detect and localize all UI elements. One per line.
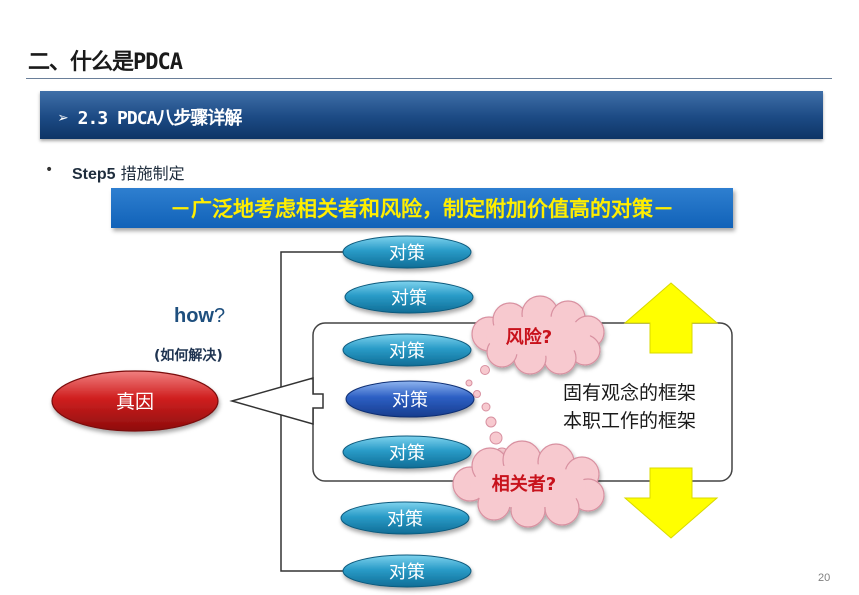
measure-label: 对策 [389,443,425,464]
arrow-up-icon [623,282,719,354]
hollow-arrow-icon [229,377,324,425]
title-divider [26,78,832,79]
frame-label-fixed-ideas: 固有观念的框架 [563,382,697,404]
measure-node: 对策 [342,235,472,269]
measure-label: 对策 [389,341,425,362]
step-heading: Step5 措施制定 [72,160,185,184]
measure-node: 对策 [344,280,474,314]
section-header-bar [40,91,823,139]
how-word: how [174,305,214,327]
measure-label: 对策 [387,509,423,530]
root-cause-node [51,370,219,432]
how-question: how? [174,305,225,328]
principle-banner [111,188,733,228]
step-name: Step5 [72,166,116,183]
measure-label: 对策 [389,243,425,264]
risk-cloud-label: 风险? [506,326,552,348]
measure-label: 对策 [392,390,428,411]
measure-node: 对策 [342,435,472,469]
measure-node: 对策 [342,333,472,367]
page-number: 20 [818,572,831,584]
root-cause-label: 真因 [116,391,154,413]
question-mark: ? [214,305,226,327]
how-subtitle: (如何解决) [154,348,223,364]
risk-cloud [471,295,605,375]
stakeholders-cloud-label: 相关者? [492,473,556,495]
section-title: ➢ 2.3 PDCA八步骤详解 [58,108,242,129]
measure-node: 对策 [340,501,470,535]
step-description: 措施制定 [120,164,185,183]
stakeholders-cloud [452,440,605,528]
measure-node-selected: 对策 [345,380,475,418]
thought-bubble-trail [465,365,510,463]
frame-label-own-job: 本职工作的框架 [563,410,697,432]
measure-node: 对策 [342,554,472,588]
bullet-icon: • [45,162,54,178]
measure-label: 对策 [389,562,425,583]
measure-label: 对策 [391,288,427,309]
page-title: 二、什么是PDCA [28,50,183,75]
principle-banner-text: －广泛地考虑相关者和风险，制定附加价值高的对策－ [170,197,674,221]
arrow-down-icon [623,467,719,539]
